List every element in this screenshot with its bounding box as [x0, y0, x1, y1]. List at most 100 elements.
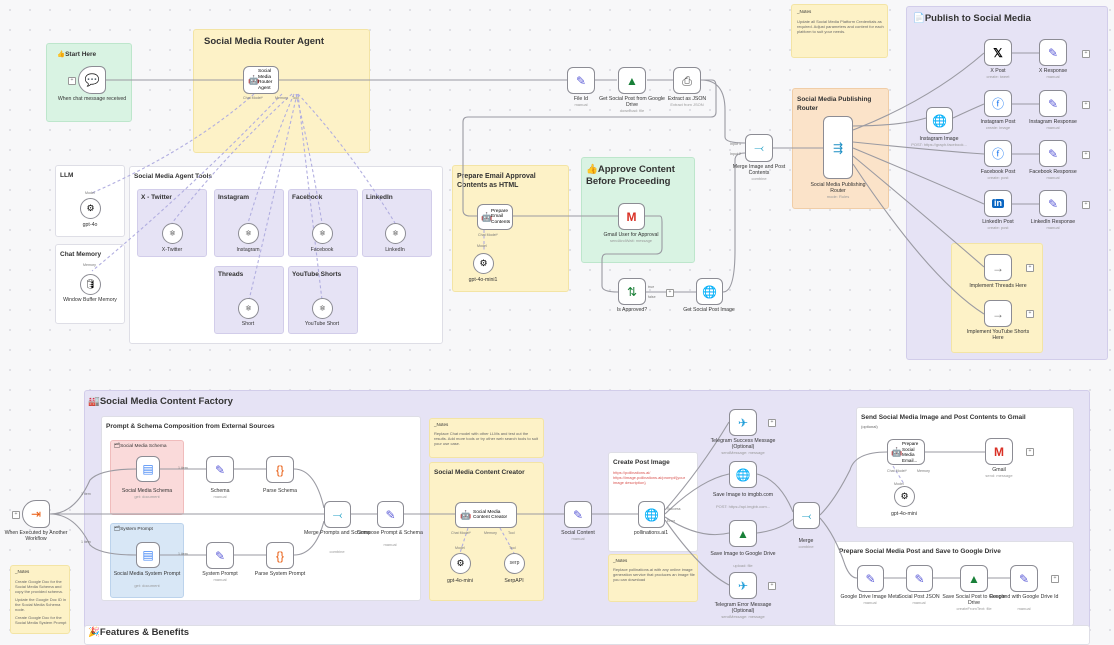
sticky-notes-img[interactable]: _Notes Replace pollinations.ai with any … [608, 554, 698, 602]
add-node-icon[interactable]: + [1051, 575, 1059, 583]
node-system-prompt[interactable]: ✎ [206, 542, 234, 569]
node-respond-drive[interactable]: ✎ [1010, 565, 1038, 592]
add-node-icon[interactable]: + [1026, 264, 1034, 272]
add-node-icon[interactable]: + [1082, 201, 1090, 209]
node-gpt4o-mini-1[interactable]: ⚙ [473, 253, 494, 274]
node-sub: get: document [134, 583, 160, 588]
node-prompt-doc[interactable]: ▤ [136, 542, 160, 568]
node-schema-doc[interactable]: ▤ [136, 456, 160, 482]
node-content-creator[interactable]: 🤖Social Media Content Creator [455, 502, 517, 528]
node-merge-image-post[interactable]: ⤙ [745, 134, 773, 162]
node-prepare-gmail[interactable]: 🤖Prepare Social Media Email... [887, 439, 925, 465]
node-label: Social Media Schema [121, 488, 173, 494]
node-sub: manual [1017, 606, 1031, 611]
node-schema-set[interactable]: ✎ [206, 456, 234, 483]
arrow-right-icon: → [992, 260, 1004, 275]
sticky-notes-mid[interactable]: _Notes Replace Chat model with other LLM… [429, 418, 544, 458]
port-label: 1 item [81, 492, 91, 496]
node-instagram-response[interactable]: ✎ [1039, 90, 1067, 117]
node-label: Gmail User for Approval [603, 232, 659, 238]
node-label: gpt-4o [82, 222, 98, 228]
add-node-icon[interactable]: + [768, 582, 776, 590]
node-compose-prompt[interactable]: ✎ [377, 501, 404, 528]
node-parse-schema[interactable]: {} [266, 456, 294, 483]
node-sub: send: message [985, 473, 1013, 478]
node-label: Merge [798, 538, 814, 544]
node-drive-meta[interactable]: ✎ [857, 565, 884, 592]
node-chat-trigger[interactable]: 💬 [78, 66, 106, 94]
add-node-icon[interactable]: + [768, 419, 776, 427]
node-facebook-response[interactable]: ✎ [1039, 140, 1067, 167]
node-youtube-tool[interactable]: ⚛ [312, 298, 333, 319]
node-short-tool[interactable]: ⚛ [238, 298, 259, 319]
node-facebook-tool[interactable]: ⚛ [312, 223, 333, 244]
sticky-router-agent[interactable]: Social Media Router Agent [193, 29, 370, 153]
node-save-post-drive[interactable]: ▲ [960, 565, 988, 592]
node-gpt4o-mini[interactable]: ⚙ [450, 553, 471, 574]
node-post-json[interactable]: ✎ [906, 565, 933, 592]
node-prepare-email[interactable]: 🤖Prepare Email Contents [477, 204, 513, 230]
node-threads-noop[interactable]: → [984, 254, 1012, 281]
node-linkedin-tool[interactable]: ⚛ [385, 223, 406, 244]
node-linkedin-response[interactable]: ✎ [1039, 190, 1067, 217]
add-trigger-icon[interactable]: + [68, 77, 76, 85]
node-exec-trigger[interactable]: ⇥ [22, 500, 50, 528]
sticky-content-creator[interactable]: Social Media Content Creator [429, 462, 544, 601]
node-window-memory[interactable]: 🛢 [80, 274, 101, 295]
node-linkedin-post[interactable]: in [984, 190, 1012, 217]
node-pollinations[interactable]: 🌐 [638, 501, 665, 528]
sticky-send-gmail[interactable]: Send Social Media Image and Post Content… [856, 407, 1074, 528]
sticky-left-notes[interactable]: _Notes Create Google Doc for the Social … [10, 565, 70, 634]
node-gmail[interactable]: M [985, 438, 1013, 465]
node-x-twitter-tool[interactable]: ⚛ [162, 223, 183, 244]
node-parse-prompt[interactable]: {} [266, 542, 294, 569]
add-node-icon[interactable]: + [1082, 50, 1090, 58]
facebook-logo-icon: ⓕ [991, 96, 1004, 111]
add-node-icon[interactable]: + [1026, 448, 1034, 456]
node-youtube-noop[interactable]: → [984, 300, 1012, 327]
node-telegram-success[interactable]: ✈ [729, 409, 757, 436]
sticky-x-twitter[interactable]: X - Twitter [137, 189, 207, 257]
node-x-response[interactable]: ✎ [1039, 39, 1067, 66]
workflow-tool-icon: ⚛ [391, 228, 400, 238]
node-label: Get Social Post from Google Drive [599, 96, 665, 108]
sticky-notes-top[interactable]: _Notes Update all Social Media Platform … [791, 4, 888, 58]
node-extract-json[interactable]: ⎙ [673, 67, 701, 94]
port-label: Memory [83, 263, 96, 267]
node-merge-prompts[interactable]: ⤙ [324, 501, 351, 528]
node-publishing-router[interactable]: ⇶ [823, 116, 853, 179]
node-facebook-post[interactable]: ⓕ [984, 140, 1012, 167]
node-router-agent[interactable]: 🤖Social Media Router Agent [243, 66, 279, 94]
node-telegram-error[interactable]: ✈ [729, 572, 757, 599]
node-instagram-tool[interactable]: ⚛ [238, 223, 259, 244]
node-drive-image[interactable]: ▲ [729, 520, 757, 547]
port-label: Memory [917, 469, 930, 473]
node-merge[interactable]: ⤙ [793, 502, 820, 529]
node-gpt4o-mini-2[interactable]: ⚙ [894, 486, 915, 507]
add-node-icon[interactable]: + [666, 289, 674, 297]
sticky-title: Prompt & Schema Composition from Externa… [106, 423, 275, 430]
node-get-social-post[interactable]: ▲ [618, 67, 646, 94]
node-x-post[interactable]: 𝕏 [984, 39, 1012, 66]
sticky-title: Instagram [218, 194, 250, 201]
node-imgbb[interactable]: 🌐 [729, 461, 757, 488]
node-social-content[interactable]: ✎ [564, 501, 592, 528]
port-label: Tool [292, 96, 299, 100]
add-trigger-icon[interactable]: + [12, 511, 20, 519]
node-gpt4o[interactable]: ⚙ [80, 198, 101, 219]
node-is-approved[interactable]: ⇅ [618, 278, 646, 305]
sticky-chat-memory[interactable]: Chat Memory [55, 244, 125, 324]
node-label: Telegram Success Message (Optional) [710, 438, 776, 450]
add-node-icon[interactable]: + [1082, 101, 1090, 109]
add-node-icon[interactable]: + [1082, 151, 1090, 159]
node-label: Social Media Content Creator [473, 509, 508, 521]
node-serpapi[interactable]: serp [504, 553, 525, 574]
node-instagram-image[interactable]: 🌐 [926, 107, 953, 134]
node-file-id[interactable]: ✎ [567, 67, 595, 94]
node-gmail-approval[interactable]: M [618, 203, 645, 230]
node-get-post-image[interactable]: 🌐 [696, 278, 723, 305]
node-label: gpt-4o-mini [891, 511, 917, 517]
add-node-icon[interactable]: + [1026, 310, 1034, 318]
node-instagram-post[interactable]: ⓕ [984, 90, 1012, 117]
